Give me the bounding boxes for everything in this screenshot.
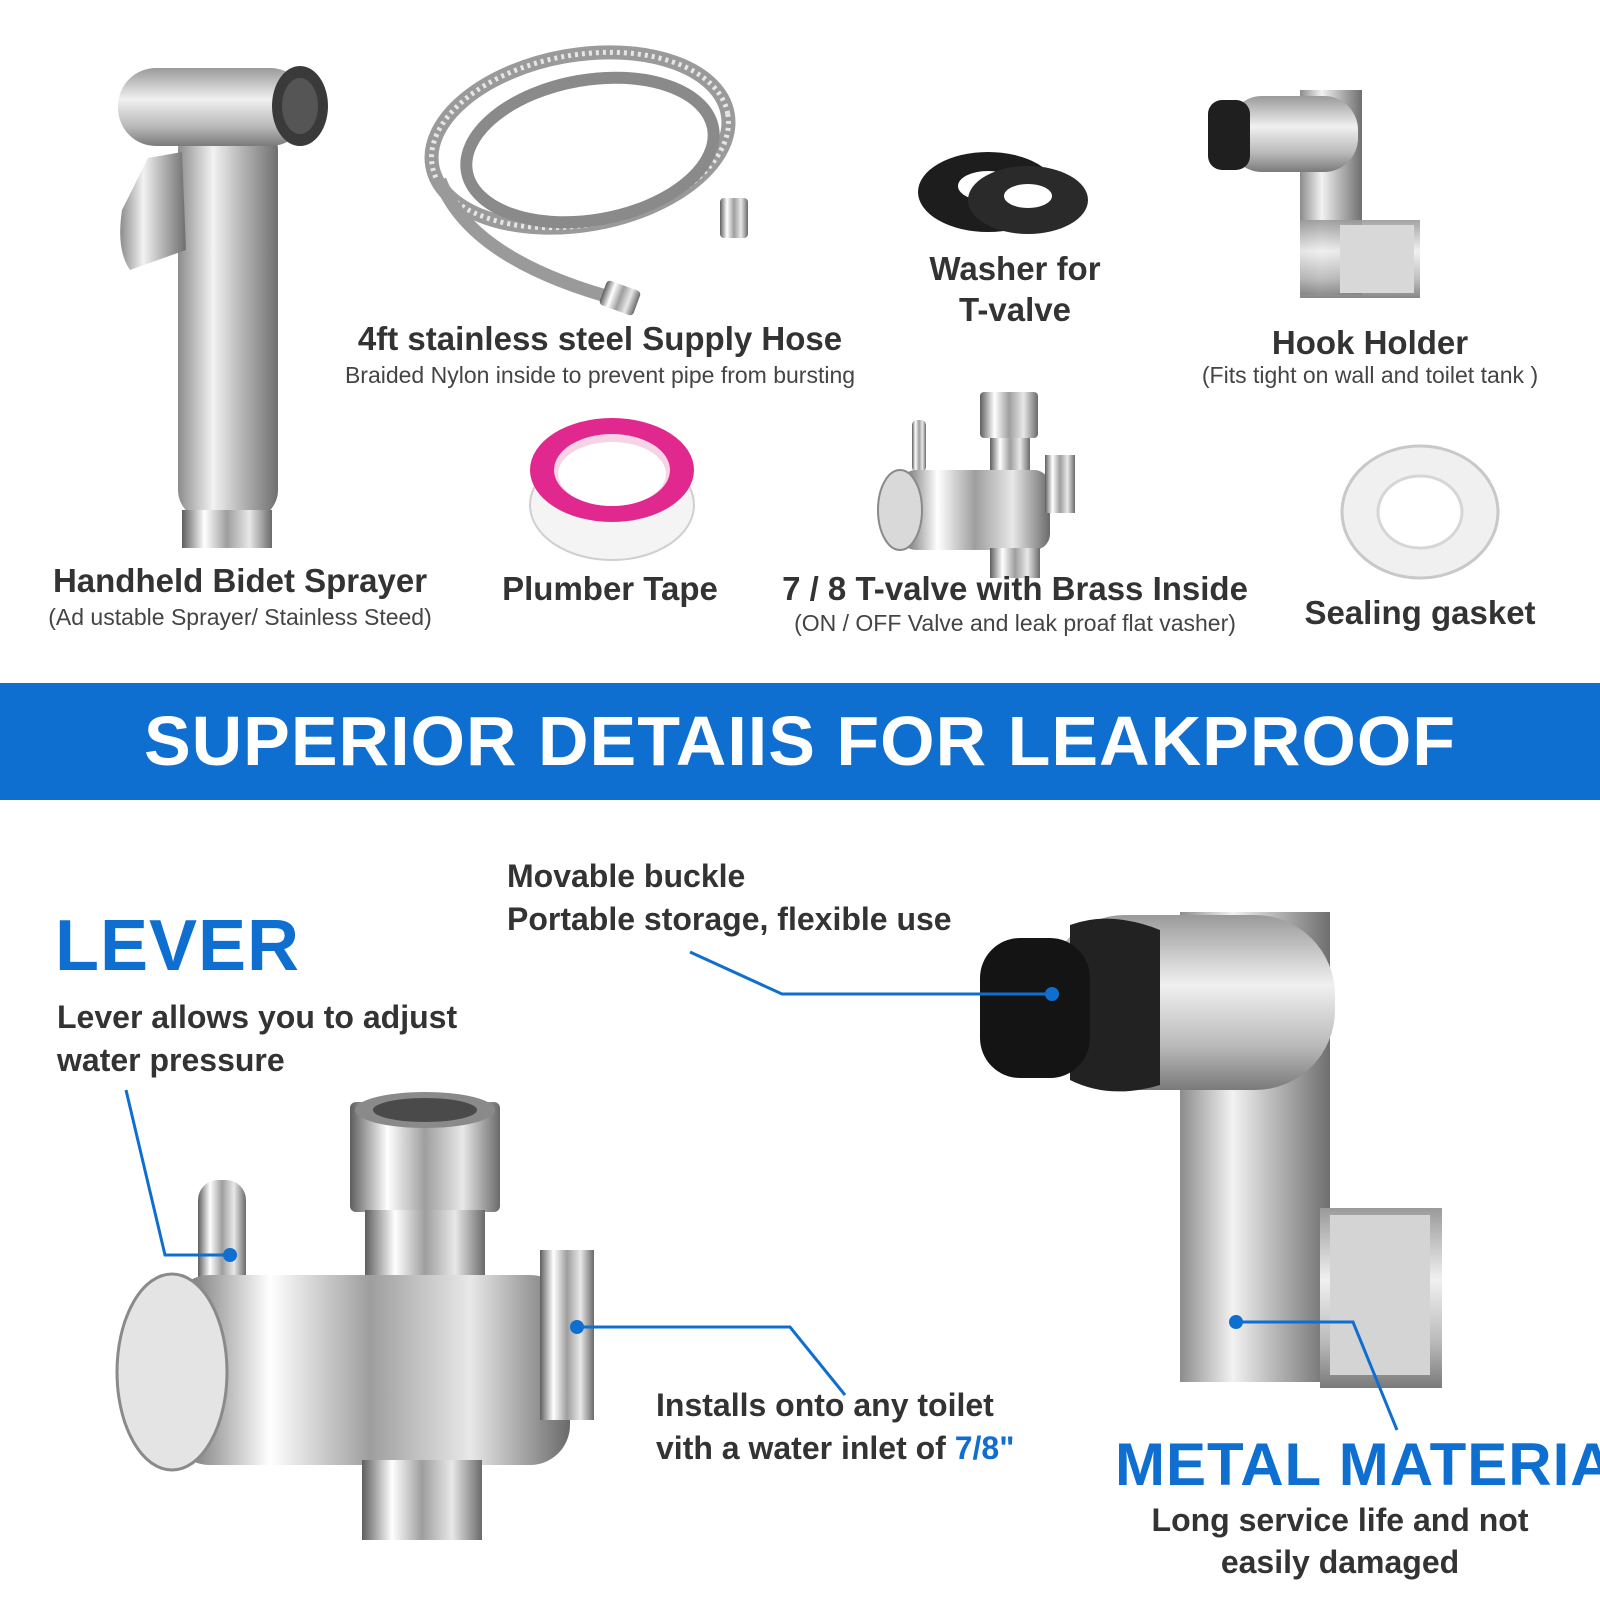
lever-description: Lever allows you to adjust water pressur… (57, 996, 537, 1082)
installs-line2: vith a water inlet of 7/8" (656, 1427, 1116, 1470)
inlet-size-highlight: 7/8" (954, 1430, 1015, 1467)
metal-description: Long service life and not easily damaged (1110, 1500, 1570, 1583)
metal-line1: Long service life and not (1151, 1502, 1529, 1538)
hose-subtitle: Braided Nylon inside to prevent pipe fro… (344, 362, 856, 388)
installs-line2-prefix: vith a water inlet of (656, 1430, 955, 1467)
lever-heading: LEVER (55, 906, 301, 986)
hose-title: 4ft stainless steel Supply Hose (357, 320, 843, 357)
lever-line2: water pressure (57, 1042, 285, 1079)
banner-text: SUPERIOR DETAIIS FOR LEAKPROOF (143, 702, 1457, 780)
t-valve-subtitle: (ON / OFF Valve and leak proaf flat vash… (794, 610, 1236, 636)
installs-description: Installs onto any toilet vith a water in… (656, 1384, 1116, 1470)
lever-line1: Lever allows you to adjust (57, 999, 458, 1035)
metal-heading: METAL MATERIAL (1115, 1431, 1600, 1498)
buckle-description: Movable buckle Portable storage, flexibl… (507, 855, 1027, 941)
hook-holder-title: Hook Holder (1271, 324, 1469, 361)
hook-holder-subtitle: (Fits tight on wall and toilet tank ) (1201, 362, 1539, 388)
installs-line1: Installs onto any toilet (656, 1387, 994, 1423)
washer-title-line1: Washer for (929, 250, 1101, 287)
sprayer-title: Handheld Bidet Sprayer (52, 562, 428, 599)
gasket-title: Sealing gasket (1304, 594, 1536, 631)
washer-title: Washer for T-valve (900, 248, 1130, 331)
washer-title-line2: T-valve (959, 291, 1071, 329)
metal-line2: easily damaged (1220, 1543, 1460, 1580)
buckle-line1: Movable buckle (507, 858, 746, 894)
t-valve-title: 7 / 8 T-valve with Brass Inside (782, 570, 1248, 607)
plumber-tape-title: Plumber Tape (502, 570, 718, 607)
section-banner: SUPERIOR DETAIIS FOR LEAKPROOF (0, 683, 1600, 800)
sprayer-subtitle: (Ad ustable Sprayer/ Stainless Steed) (48, 604, 432, 630)
buckle-line2: Portable storage, flexible use (507, 901, 952, 938)
